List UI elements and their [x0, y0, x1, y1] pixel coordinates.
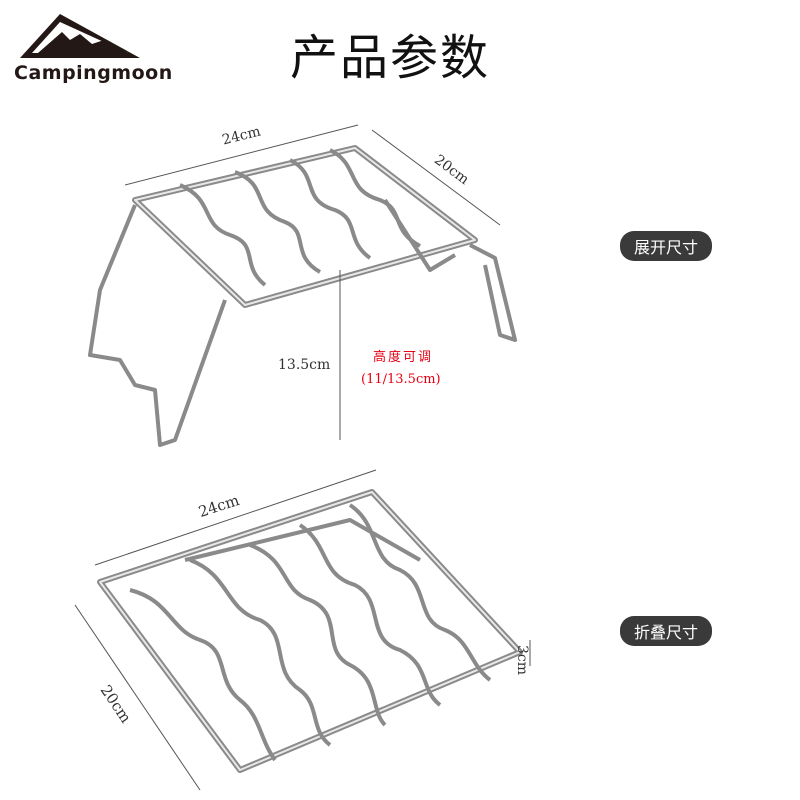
folded-thickness-label: 3cm [514, 645, 530, 676]
unfolded-height-label: 13.5cm [278, 357, 331, 373]
height-range-note: (11/13.5cm) [361, 372, 441, 387]
unfolded-size-badge: 展开尺寸 [620, 231, 713, 261]
folded-size-badge: 折叠尺寸 [620, 616, 713, 646]
unfolded-rack [88, 145, 517, 447]
page-title: 产品参数 [290, 30, 491, 86]
brand-logo [20, 14, 140, 58]
height-adjustable-note: 高度可调 [373, 350, 434, 365]
folded-rack [97, 489, 523, 773]
brand-name: Campingmoon [14, 62, 173, 84]
folded-dimension-lines [74, 469, 531, 791]
unfolded-dimension-lines [124, 124, 501, 440]
